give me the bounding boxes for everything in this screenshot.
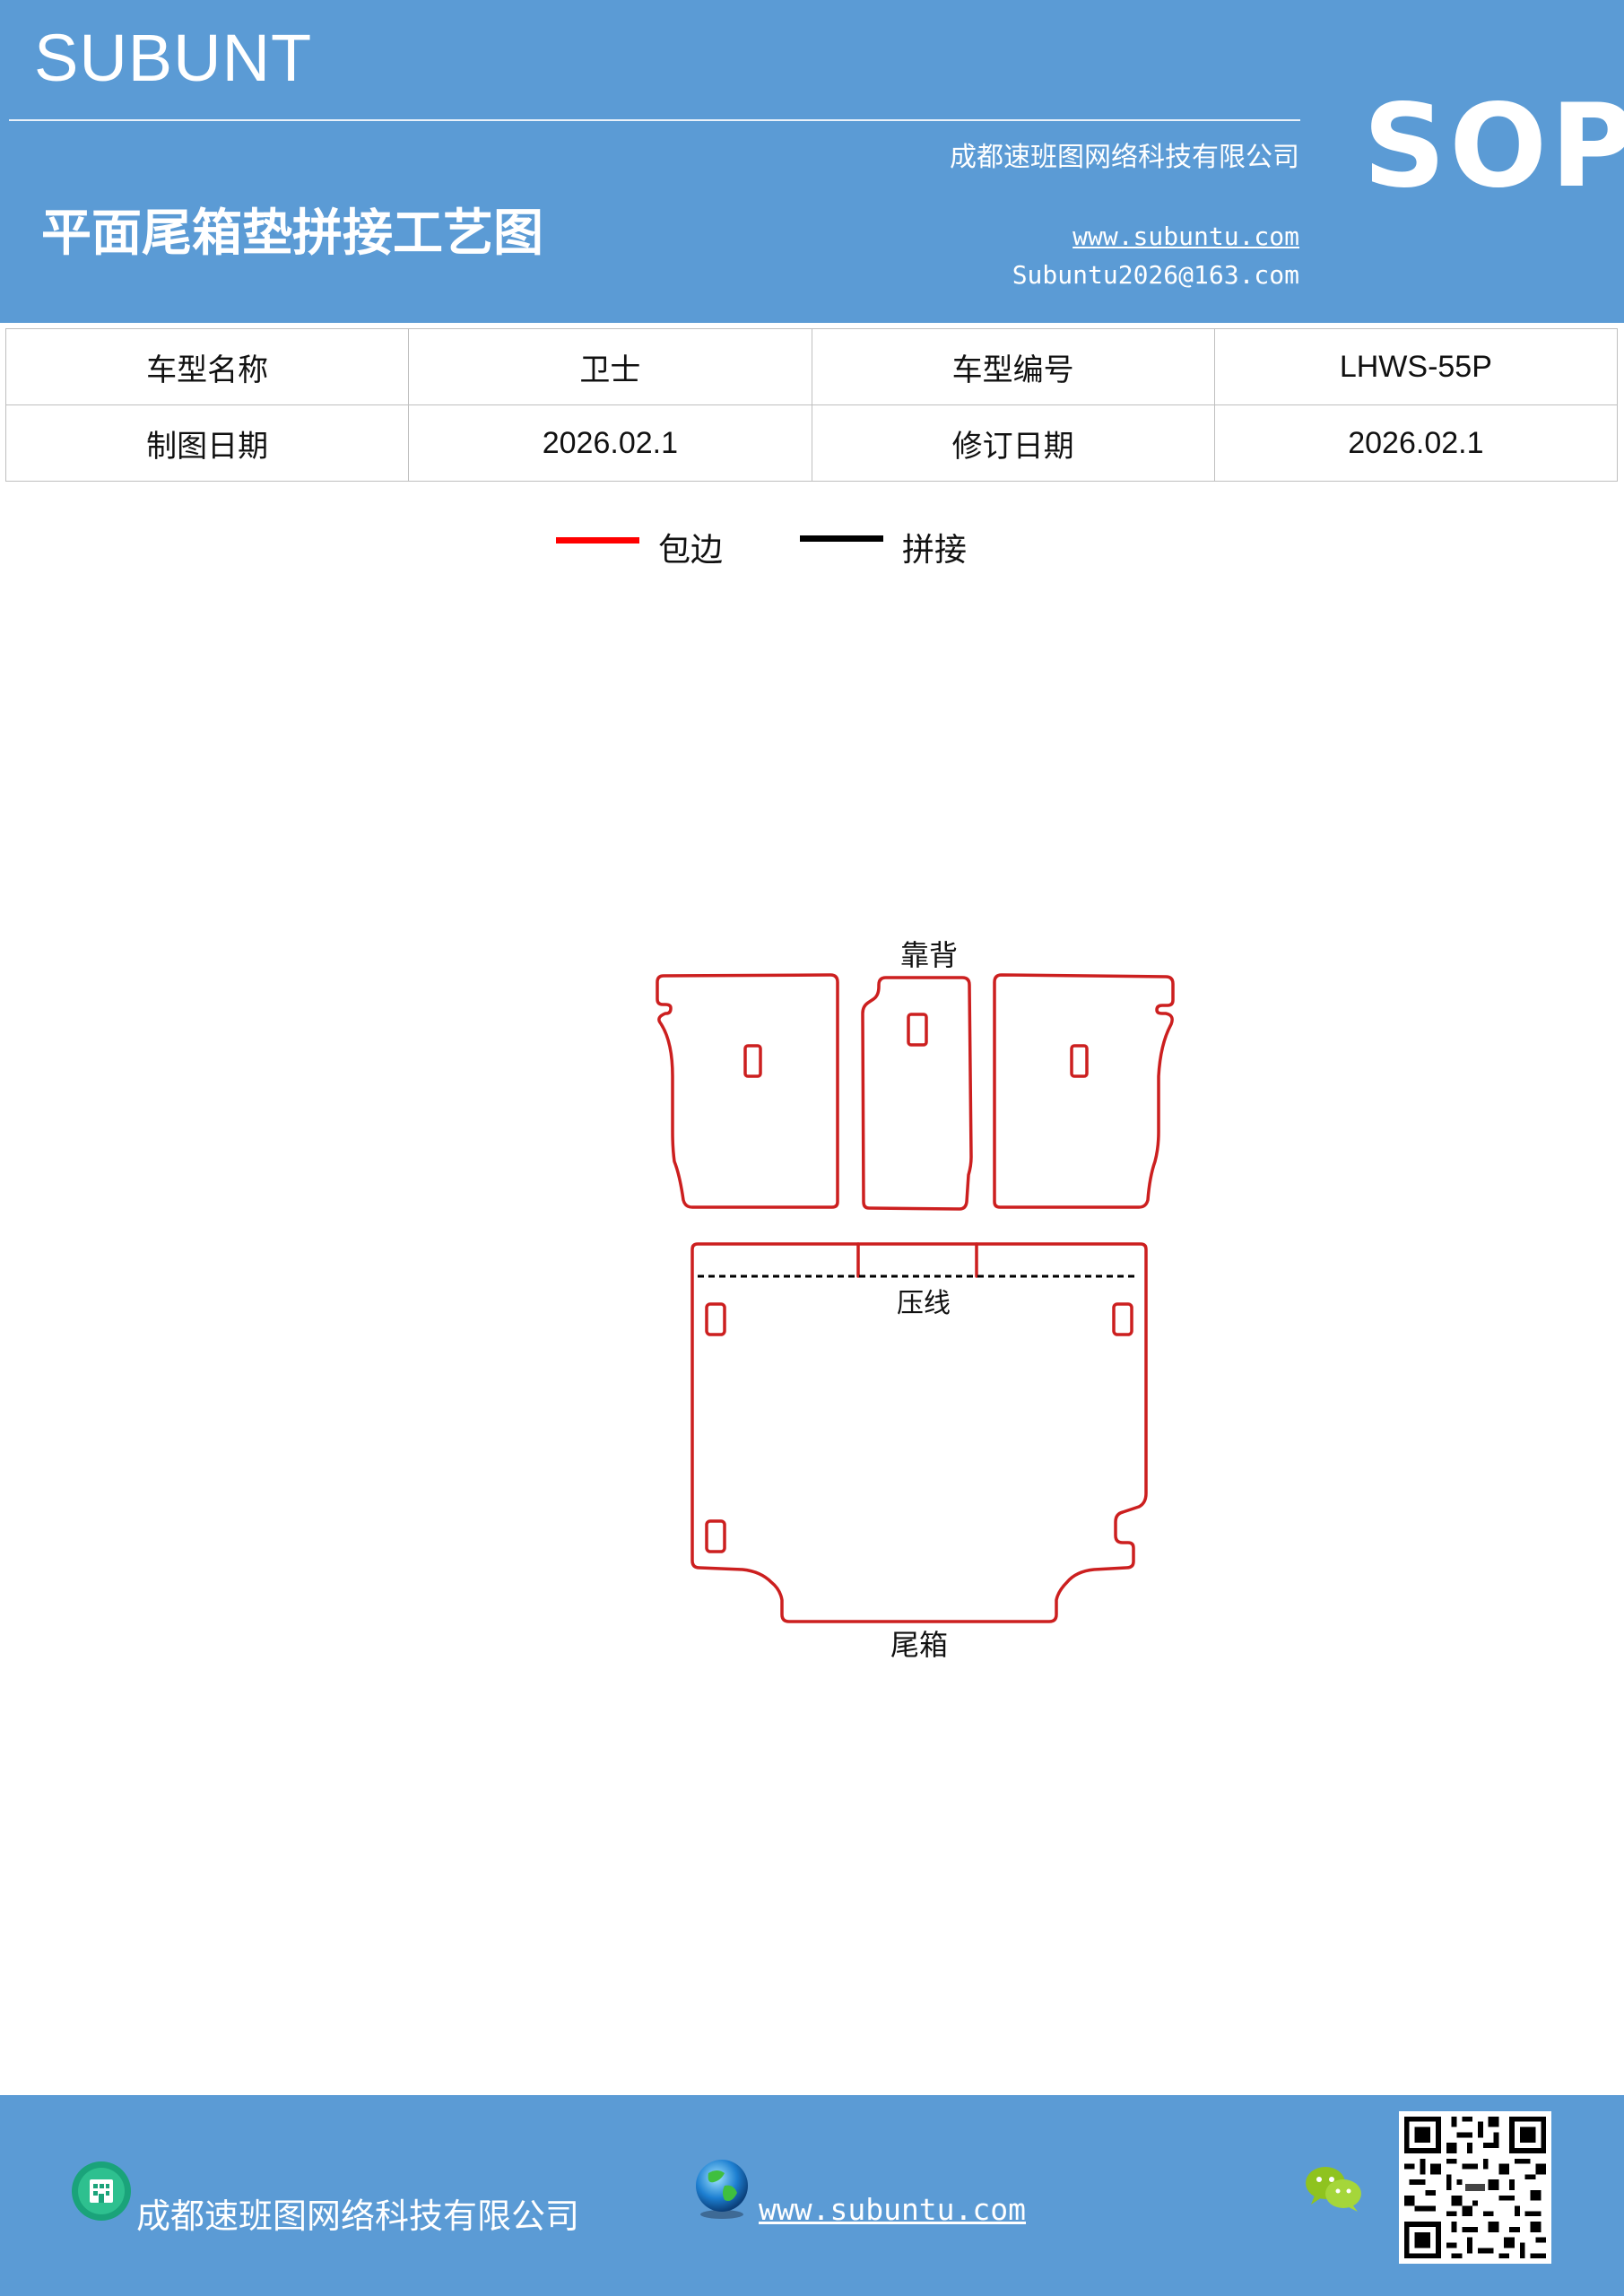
value-model-name: 卫士: [408, 328, 812, 405]
value-revision-date: 2026.02.1: [1213, 404, 1619, 482]
label-backrest: 靠背: [900, 938, 958, 972]
legend-edge-line: [556, 537, 639, 544]
vehicle-info-table: 车型名称 卫士 车型编号 LHWS-55P 制图日期 2026.02.1 修订日…: [4, 328, 1619, 482]
legend-seam-label: 拼接: [902, 532, 968, 569]
header-website-link[interactable]: www.subuntu.com: [1073, 222, 1299, 251]
building-icon: [72, 2161, 131, 2221]
qr-code-graphic: [1399, 2111, 1551, 2264]
backrest-middle-panel: [861, 976, 973, 1211]
globe-icon: [696, 2160, 748, 2219]
value-draw-date: 2026.02.1: [408, 404, 812, 482]
table-row: 车型名称 卫士 车型编号 LHWS-55P: [4, 328, 1619, 405]
label-trunk: 尾箱: [890, 1628, 948, 1662]
backrest-left-slot: [743, 1044, 762, 1078]
trunk-mat-slot-top-left: [705, 1302, 726, 1336]
label-draw-date: 制图日期: [4, 404, 410, 482]
label-model-code: 车型编号: [811, 328, 1215, 405]
footer-website-link[interactable]: www.subuntu.com: [759, 2192, 1027, 2227]
label-revision-date: 修订日期: [811, 404, 1215, 482]
footer-company: 成都速班图网络科技有限公司: [136, 2196, 580, 2236]
label-crease: 压线: [897, 1288, 951, 1319]
header-banner: SUBUNT 成都速班图网络科技有限公司 SOP 平面尾箱垫拼接工艺图 www.…: [0, 0, 1624, 323]
backrest-left-panel: [656, 973, 839, 1209]
qr-code: [1399, 2111, 1551, 2264]
table-row: 制图日期 2026.02.1 修订日期 2026.02.1: [4, 404, 1619, 482]
wechat-icon[interactable]: [1302, 2161, 1365, 2215]
backrest-right-panel: [993, 973, 1175, 1209]
trunk-mat-slot-bottom-left: [705, 1519, 726, 1553]
document-title: 平面尾箱垫拼接工艺图: [41, 204, 543, 263]
brand-name: SUBUNT: [34, 21, 313, 95]
value-model-code: LHWS-55P: [1213, 328, 1619, 405]
trunk-mat-panel: [690, 1242, 1148, 1623]
header-email: Subuntu2026@163.com: [1012, 260, 1299, 290]
legend-edge-label: 包边: [658, 532, 724, 569]
header-company: 成都速班图网络科技有限公司: [950, 142, 1299, 173]
legend-seam-line: [800, 535, 883, 542]
trunk-mat-slot-top-right: [1112, 1302, 1133, 1336]
sop-badge: SOP: [1363, 80, 1624, 213]
label-model-name: 车型名称: [4, 328, 410, 405]
backrest-right-slot: [1070, 1044, 1089, 1078]
header-divider: [9, 119, 1300, 121]
backrest-middle-slot: [907, 1013, 928, 1047]
trunk-mat-middle-flap: [856, 1242, 978, 1278]
